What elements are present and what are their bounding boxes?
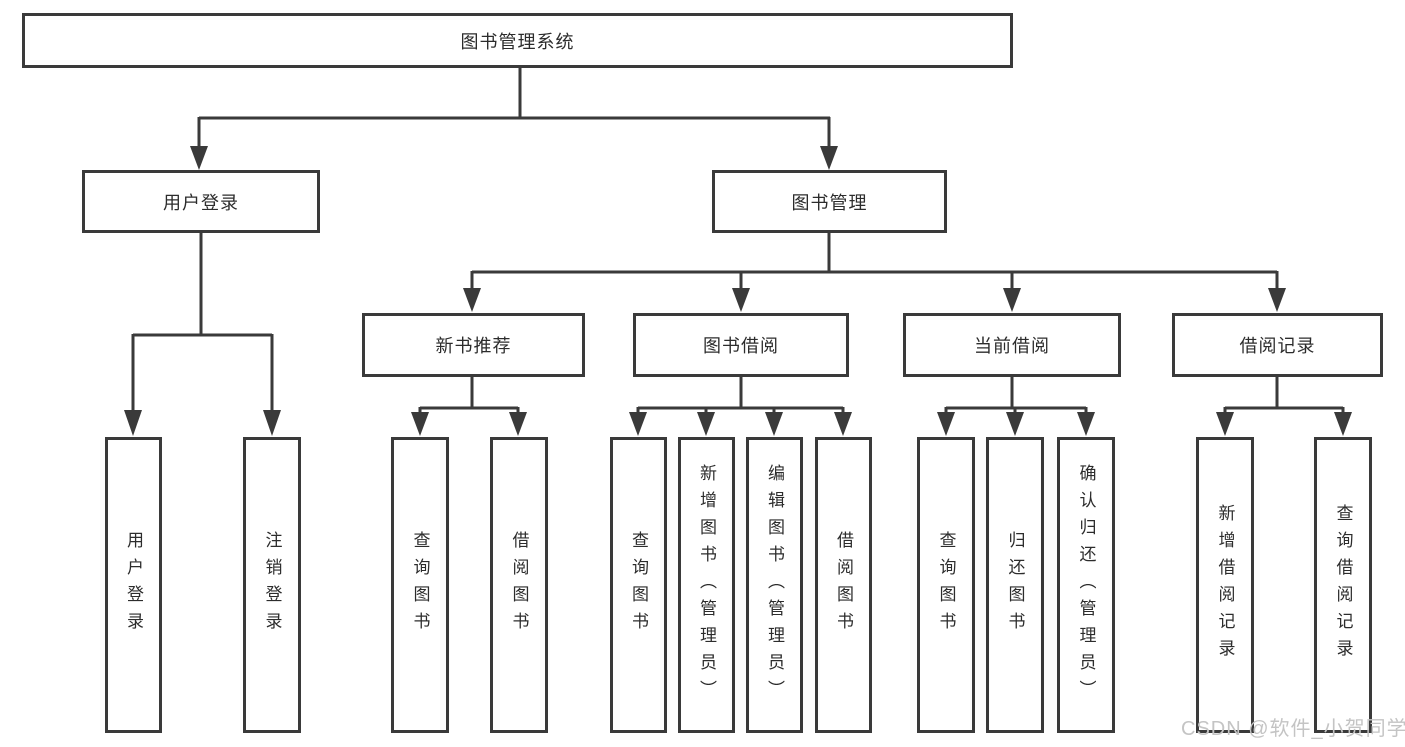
csdn-watermark: CSDN @软件_小贺同学 bbox=[1181, 718, 1405, 740]
node-book-borrowing-label: 图书借阅 bbox=[703, 336, 779, 356]
arrowhead-down bbox=[1006, 412, 1024, 436]
node-query-books-recommend-label: 查询图书 bbox=[410, 531, 430, 639]
arrowhead-down bbox=[937, 412, 955, 436]
node-query-borrow-record: 查询借阅记录 bbox=[1314, 437, 1372, 733]
node-query-books-current-label: 查询图书 bbox=[936, 531, 956, 639]
node-return-books-label: 归还图书 bbox=[1005, 531, 1025, 639]
node-user-login-action-label: 用户登录 bbox=[124, 531, 143, 639]
node-edit-books-admin: 编辑图书（管理员） bbox=[746, 437, 803, 733]
node-borrowing-records: 借阅记录 bbox=[1172, 313, 1383, 377]
node-new-book-recommend: 新书推荐 bbox=[362, 313, 585, 377]
node-user-login: 用户登录 bbox=[82, 170, 320, 233]
node-current-borrowing: 当前借阅 bbox=[903, 313, 1121, 377]
arrowhead-down bbox=[124, 410, 142, 436]
arrowhead-down bbox=[1003, 288, 1021, 312]
node-library-system-label: 图书管理系统 bbox=[460, 31, 575, 52]
node-query-books-recommend: 查询图书 bbox=[391, 437, 449, 733]
node-book-management: 图书管理 bbox=[712, 170, 947, 233]
connector-current-borrow-to-children bbox=[944, 376, 1088, 414]
node-logout-action: 注销登录 bbox=[243, 437, 301, 733]
arrowhead-down bbox=[629, 412, 647, 436]
arrowhead-down bbox=[1077, 412, 1095, 436]
node-return-books: 归还图书 bbox=[986, 437, 1044, 733]
node-borrow-books-recommend: 借阅图书 bbox=[490, 437, 548, 733]
node-add-borrow-record: 新增借阅记录 bbox=[1196, 437, 1254, 733]
arrowhead-down bbox=[463, 288, 481, 312]
arrowhead-down bbox=[834, 412, 852, 436]
node-query-books-borrow-label: 查询图书 bbox=[629, 531, 648, 639]
arrowhead-down bbox=[765, 412, 783, 436]
connector-book-borrow-to-children bbox=[636, 376, 845, 414]
arrowhead-down bbox=[697, 412, 715, 436]
arrowhead-down bbox=[263, 410, 281, 436]
node-confirm-return-admin-label: 确认归还（管理员） bbox=[1076, 463, 1096, 707]
node-borrowing-records-label: 借阅记录 bbox=[1239, 336, 1316, 356]
arrowhead-down bbox=[1334, 412, 1352, 436]
connector-root-to-level2 bbox=[197, 67, 831, 148]
arrowhead-down bbox=[411, 412, 429, 436]
node-book-management-label: 图书管理 bbox=[791, 192, 868, 213]
node-new-book-recommend-label: 新书推荐 bbox=[435, 336, 512, 356]
node-borrow-books-recommend-label: 借阅图书 bbox=[509, 531, 529, 639]
arrowhead-down bbox=[190, 146, 208, 170]
node-confirm-return-admin: 确认归还（管理员） bbox=[1057, 437, 1115, 733]
node-add-books-admin: 新增图书（管理员） bbox=[678, 437, 735, 733]
node-edit-books-admin-label: 编辑图书（管理员） bbox=[765, 463, 784, 707]
node-user-login-label: 用户登录 bbox=[163, 192, 239, 213]
node-library-system: 图书管理系统 bbox=[22, 13, 1013, 68]
arrowhead-down bbox=[732, 288, 750, 312]
node-query-books-current: 查询图书 bbox=[917, 437, 975, 733]
arrowhead-down bbox=[820, 146, 838, 170]
node-logout-action-label: 注销登录 bbox=[262, 531, 282, 639]
arrowhead-down bbox=[509, 412, 527, 436]
arrowhead-down bbox=[1268, 288, 1286, 312]
node-add-books-admin-label: 新增图书（管理员） bbox=[697, 463, 716, 707]
arrowhead-down bbox=[1216, 412, 1234, 436]
connector-book-management-to-level3 bbox=[470, 232, 1279, 290]
connector-new-book-to-children bbox=[418, 376, 520, 414]
connector-borrow-records-to-children bbox=[1223, 376, 1345, 414]
node-borrow-books-action: 借阅图书 bbox=[815, 437, 872, 733]
node-current-borrowing-label: 当前借阅 bbox=[974, 336, 1050, 356]
node-query-borrow-record-label: 查询借阅记录 bbox=[1333, 504, 1353, 666]
node-add-borrow-record-label: 新增借阅记录 bbox=[1215, 504, 1235, 666]
node-user-login-action: 用户登录 bbox=[105, 437, 162, 733]
node-query-books-borrow: 查询图书 bbox=[610, 437, 667, 733]
connector-user-login-to-children bbox=[131, 232, 274, 412]
node-borrow-books-action-label: 借阅图书 bbox=[834, 531, 853, 639]
node-book-borrowing: 图书借阅 bbox=[633, 313, 849, 377]
